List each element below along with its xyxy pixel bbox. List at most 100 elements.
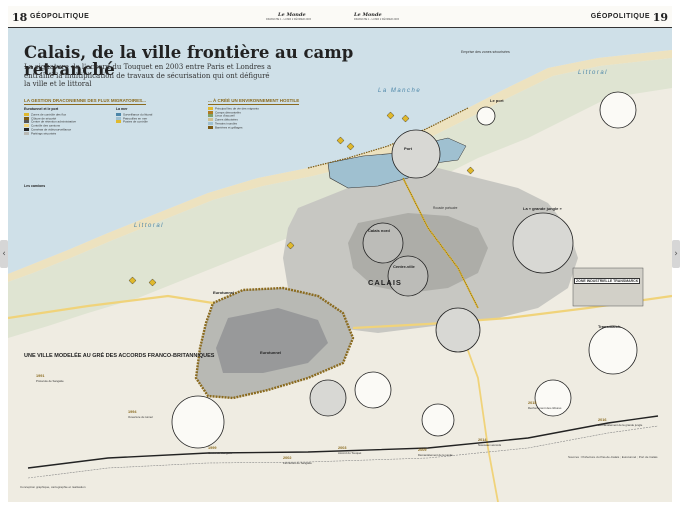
map-canvas bbox=[8, 28, 672, 502]
port-circle-label: Port bbox=[404, 146, 412, 151]
masthead-right: Le Monde bbox=[354, 12, 382, 18]
legend-item: Zones déboisées bbox=[208, 118, 318, 122]
timeline-text: Protocole de Sangatte bbox=[36, 379, 64, 383]
legend-item: Camps démantelés bbox=[208, 110, 318, 115]
coast-label-west: Littoral bbox=[134, 223, 165, 229]
section-right: GÉOPOLITIQUE bbox=[590, 13, 650, 20]
legend-title-right: ... À CRÉÉ UN ENVIRONNEMENT HOSTILE bbox=[208, 98, 300, 105]
legend-sub-port: Eurotunnel et le port bbox=[24, 107, 59, 111]
date-left: DIMANCHE 1 - LUNDI 2 FÉVRIER 2015 bbox=[266, 18, 312, 21]
coast-label-east: Littoral bbox=[578, 70, 609, 76]
highway-a16-west bbox=[8, 294, 214, 320]
timeline-year: 2014 bbox=[478, 438, 487, 442]
prev-page-button[interactable]: ‹ bbox=[0, 240, 8, 268]
zone-industrielle-block bbox=[572, 267, 644, 307]
legend-item: Postes de contrôle bbox=[116, 120, 201, 124]
timeline-year: 1994 bbox=[128, 410, 137, 414]
legend-item: Surveillance du littoral bbox=[116, 113, 201, 117]
timeline-text: Nouveaux accords bbox=[478, 443, 502, 447]
detail-circle-coquelles bbox=[354, 371, 392, 409]
legend-col-mid: Surveillance du littoral Patrouilles en … bbox=[116, 113, 201, 124]
timeline-text: Démantèlement de la grande jungle bbox=[598, 423, 643, 427]
detail-circle-sangatte bbox=[171, 395, 225, 449]
detail-circle-centre-ville bbox=[387, 255, 429, 297]
legend-item: Contrôle des camions bbox=[24, 124, 109, 128]
security-symbols bbox=[128, 111, 475, 287]
legend-item: Principal lieu de vie des migrants bbox=[208, 107, 318, 111]
eurotunnel-label: Eurotunnel bbox=[260, 350, 282, 355]
timeline-year: 2016 bbox=[598, 418, 607, 422]
timeline-year: 1999 bbox=[208, 446, 217, 450]
page-number-left: 18 bbox=[12, 11, 28, 24]
detail-circle-transmarck bbox=[588, 325, 638, 375]
rocade-fence bbox=[402, 177, 479, 309]
detail-circle-littoral bbox=[599, 91, 637, 129]
legend-col-right: Principal lieu de vie des migrants Camps… bbox=[208, 107, 318, 129]
legend-item: Patrouilles en mer bbox=[116, 116, 201, 121]
newspaper-spread: 18 GÉOPOLITIQUE Le Monde DIMANCHE 1 - LU… bbox=[8, 6, 672, 502]
timeline-title: UNE VILLE MODELÉE AU GRÉ DES ACCORDS FRA… bbox=[24, 353, 215, 359]
detail-circle-parking bbox=[421, 403, 455, 437]
chevron-right-icon: › bbox=[674, 249, 678, 259]
page-intro: La signature de l'accord du Touquet en 2… bbox=[24, 63, 272, 89]
section-left: GÉOPOLITIQUE bbox=[30, 13, 90, 20]
detail-circle-eurotunnel bbox=[309, 379, 347, 417]
timeline-text: Accord du Touquet bbox=[338, 451, 362, 455]
detail-circle-grande-jungle bbox=[512, 212, 574, 274]
calais-nord-label: Calais nord bbox=[368, 228, 390, 233]
next-page-button[interactable]: › bbox=[672, 240, 680, 268]
credits: Conception graphique, cartographie et ré… bbox=[20, 485, 86, 489]
timeline-year: 1991 bbox=[36, 374, 45, 378]
date-right: DIMANCHE 1 - LUNDI 2 FÉVRIER 2015 bbox=[354, 18, 400, 21]
centre-ville-label: Centre-ville bbox=[393, 264, 415, 269]
legend-sub-mer: La mer bbox=[116, 107, 128, 111]
legend-item: Zones de contrôle des flux bbox=[24, 113, 109, 117]
legend-item: Parkings sécurisés bbox=[24, 131, 109, 136]
page-title: Calais, de la ville frontière au camp re… bbox=[24, 43, 354, 80]
legend-item: Terrains inondés bbox=[208, 122, 318, 126]
legend-item: Centre de rétention administrative bbox=[24, 120, 109, 124]
detail-circle-ferry bbox=[476, 106, 496, 126]
masthead-left: Le Monde bbox=[278, 12, 306, 18]
side-note: Emprise des zones sécurisées bbox=[461, 50, 510, 54]
legend-item: Barrières et grillages bbox=[208, 125, 318, 130]
timeline-text: Renforcement des clôtures bbox=[528, 406, 562, 410]
transmarck-label: Transmarck bbox=[598, 324, 621, 329]
timeline-year: 2002 bbox=[283, 456, 292, 460]
city-label: CALAIS bbox=[368, 278, 402, 287]
timeline-year: 2003 bbox=[338, 446, 347, 450]
timeline-year: 2015 bbox=[528, 401, 537, 405]
detail-circle-barrieres bbox=[435, 307, 481, 353]
zone-industrielle-label: ZONE INDUSTRIELLE TRANSMARCK bbox=[574, 278, 641, 284]
legend-item: Lieux d'accueil bbox=[208, 114, 318, 118]
sea-label: La Manche bbox=[378, 88, 422, 94]
highway-a26 bbox=[457, 322, 499, 502]
chevron-left-icon: ‹ bbox=[2, 249, 6, 259]
timeline-text: Centre de Sangatte bbox=[208, 451, 233, 455]
page-header: 18 GÉOPOLITIQUE Le Monde DIMANCHE 1 - LU… bbox=[8, 6, 672, 28]
detail-circle-calais-nord bbox=[362, 222, 404, 264]
legend-item: Caméras de vidéosurveillance bbox=[24, 128, 109, 132]
timeline-text: Fermeture de Sangatte bbox=[283, 461, 312, 465]
grande-jungle-label: La « grande jungle » bbox=[523, 206, 562, 211]
legend-item: Clôture de sécurité bbox=[24, 116, 109, 121]
timeline-text: Ouverture du tunnel bbox=[128, 415, 153, 419]
sea-area bbox=[8, 28, 672, 274]
legend-sub-camions: Les camions bbox=[24, 184, 46, 188]
map-area: La Manche Littoral Littoral CALAIS Port … bbox=[8, 28, 672, 502]
rocade-label: Rocade portuaire bbox=[433, 206, 458, 210]
detail-circle-port bbox=[391, 129, 441, 179]
source-note: Sources : Préfecture du Pas-de-Calais ; … bbox=[568, 455, 658, 459]
timeline-axis-2 bbox=[27, 425, 659, 479]
legend-title-left: LA GESTION DRACONIENNE DES FLUX MIGRATOI… bbox=[24, 98, 146, 105]
timeline-axis bbox=[27, 415, 659, 469]
coastal-fence bbox=[307, 107, 469, 169]
timeline-year: 2009 bbox=[418, 448, 427, 452]
timeline-text: Démantèlement de la jungle bbox=[418, 453, 453, 457]
page-number-right: 19 bbox=[652, 11, 668, 24]
detail-circle-camps bbox=[534, 379, 572, 417]
port-side-label: Le port bbox=[490, 98, 504, 103]
legend-col-left: Zones de contrôle des flux Clôture de sé… bbox=[24, 113, 109, 135]
eurotunnel-platforms bbox=[216, 308, 328, 373]
eurotunnel-label-2: Eurotunnel bbox=[213, 290, 235, 295]
